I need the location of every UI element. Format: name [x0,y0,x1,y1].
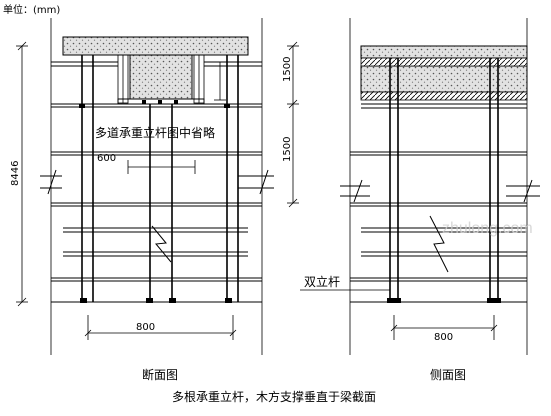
side-support-poles [389,58,499,302]
concrete-slab [62,36,249,56]
double-pole-callout: 双立杆 [300,274,390,291]
section-view: 8446 多道承重立杆图中省略 600 800 断面图 [10,18,274,382]
dim-600: 600 [97,153,196,174]
side-timber-top [360,57,528,67]
section-title: 断面图 [142,367,178,382]
break-band [63,225,248,263]
drawing-caption: 多根承重立杆，木方支撑垂直于梁截面 [172,389,376,404]
dim-1500-top: 1500 [282,41,299,109]
concrete-beam [129,54,193,100]
dim-800-right-text: 800 [434,332,453,343]
dim-1500-top-text: 1500 [282,57,293,82]
side-slab [360,45,528,59]
watermark: zhulong.com [442,220,533,237]
support-poles [81,55,239,302]
dim-800-left: 800 [84,315,237,340]
dim-600-text: 600 [97,153,116,164]
unit-label: 单位：(mm) [3,3,60,16]
dim-8446: 8446 [10,41,28,307]
side-title: 侧面图 [430,368,466,382]
side-beam [360,65,528,93]
dim-800-left-text: 800 [136,322,155,333]
dim-1500-mid: 1500 [282,104,299,208]
side-timber-bottom [360,91,528,101]
dim-800-right: 800 [390,315,498,343]
dim-8446-text: 8446 [10,161,21,186]
section-note: 多道承重立杆图中省略 [95,125,215,140]
dim-1500-mid-text: 1500 [282,137,293,162]
side-break-band [361,215,527,273]
double-pole-label: 双立杆 [304,274,340,289]
side-view: 1500 1500 双立杆 800 侧面图 [282,18,540,382]
